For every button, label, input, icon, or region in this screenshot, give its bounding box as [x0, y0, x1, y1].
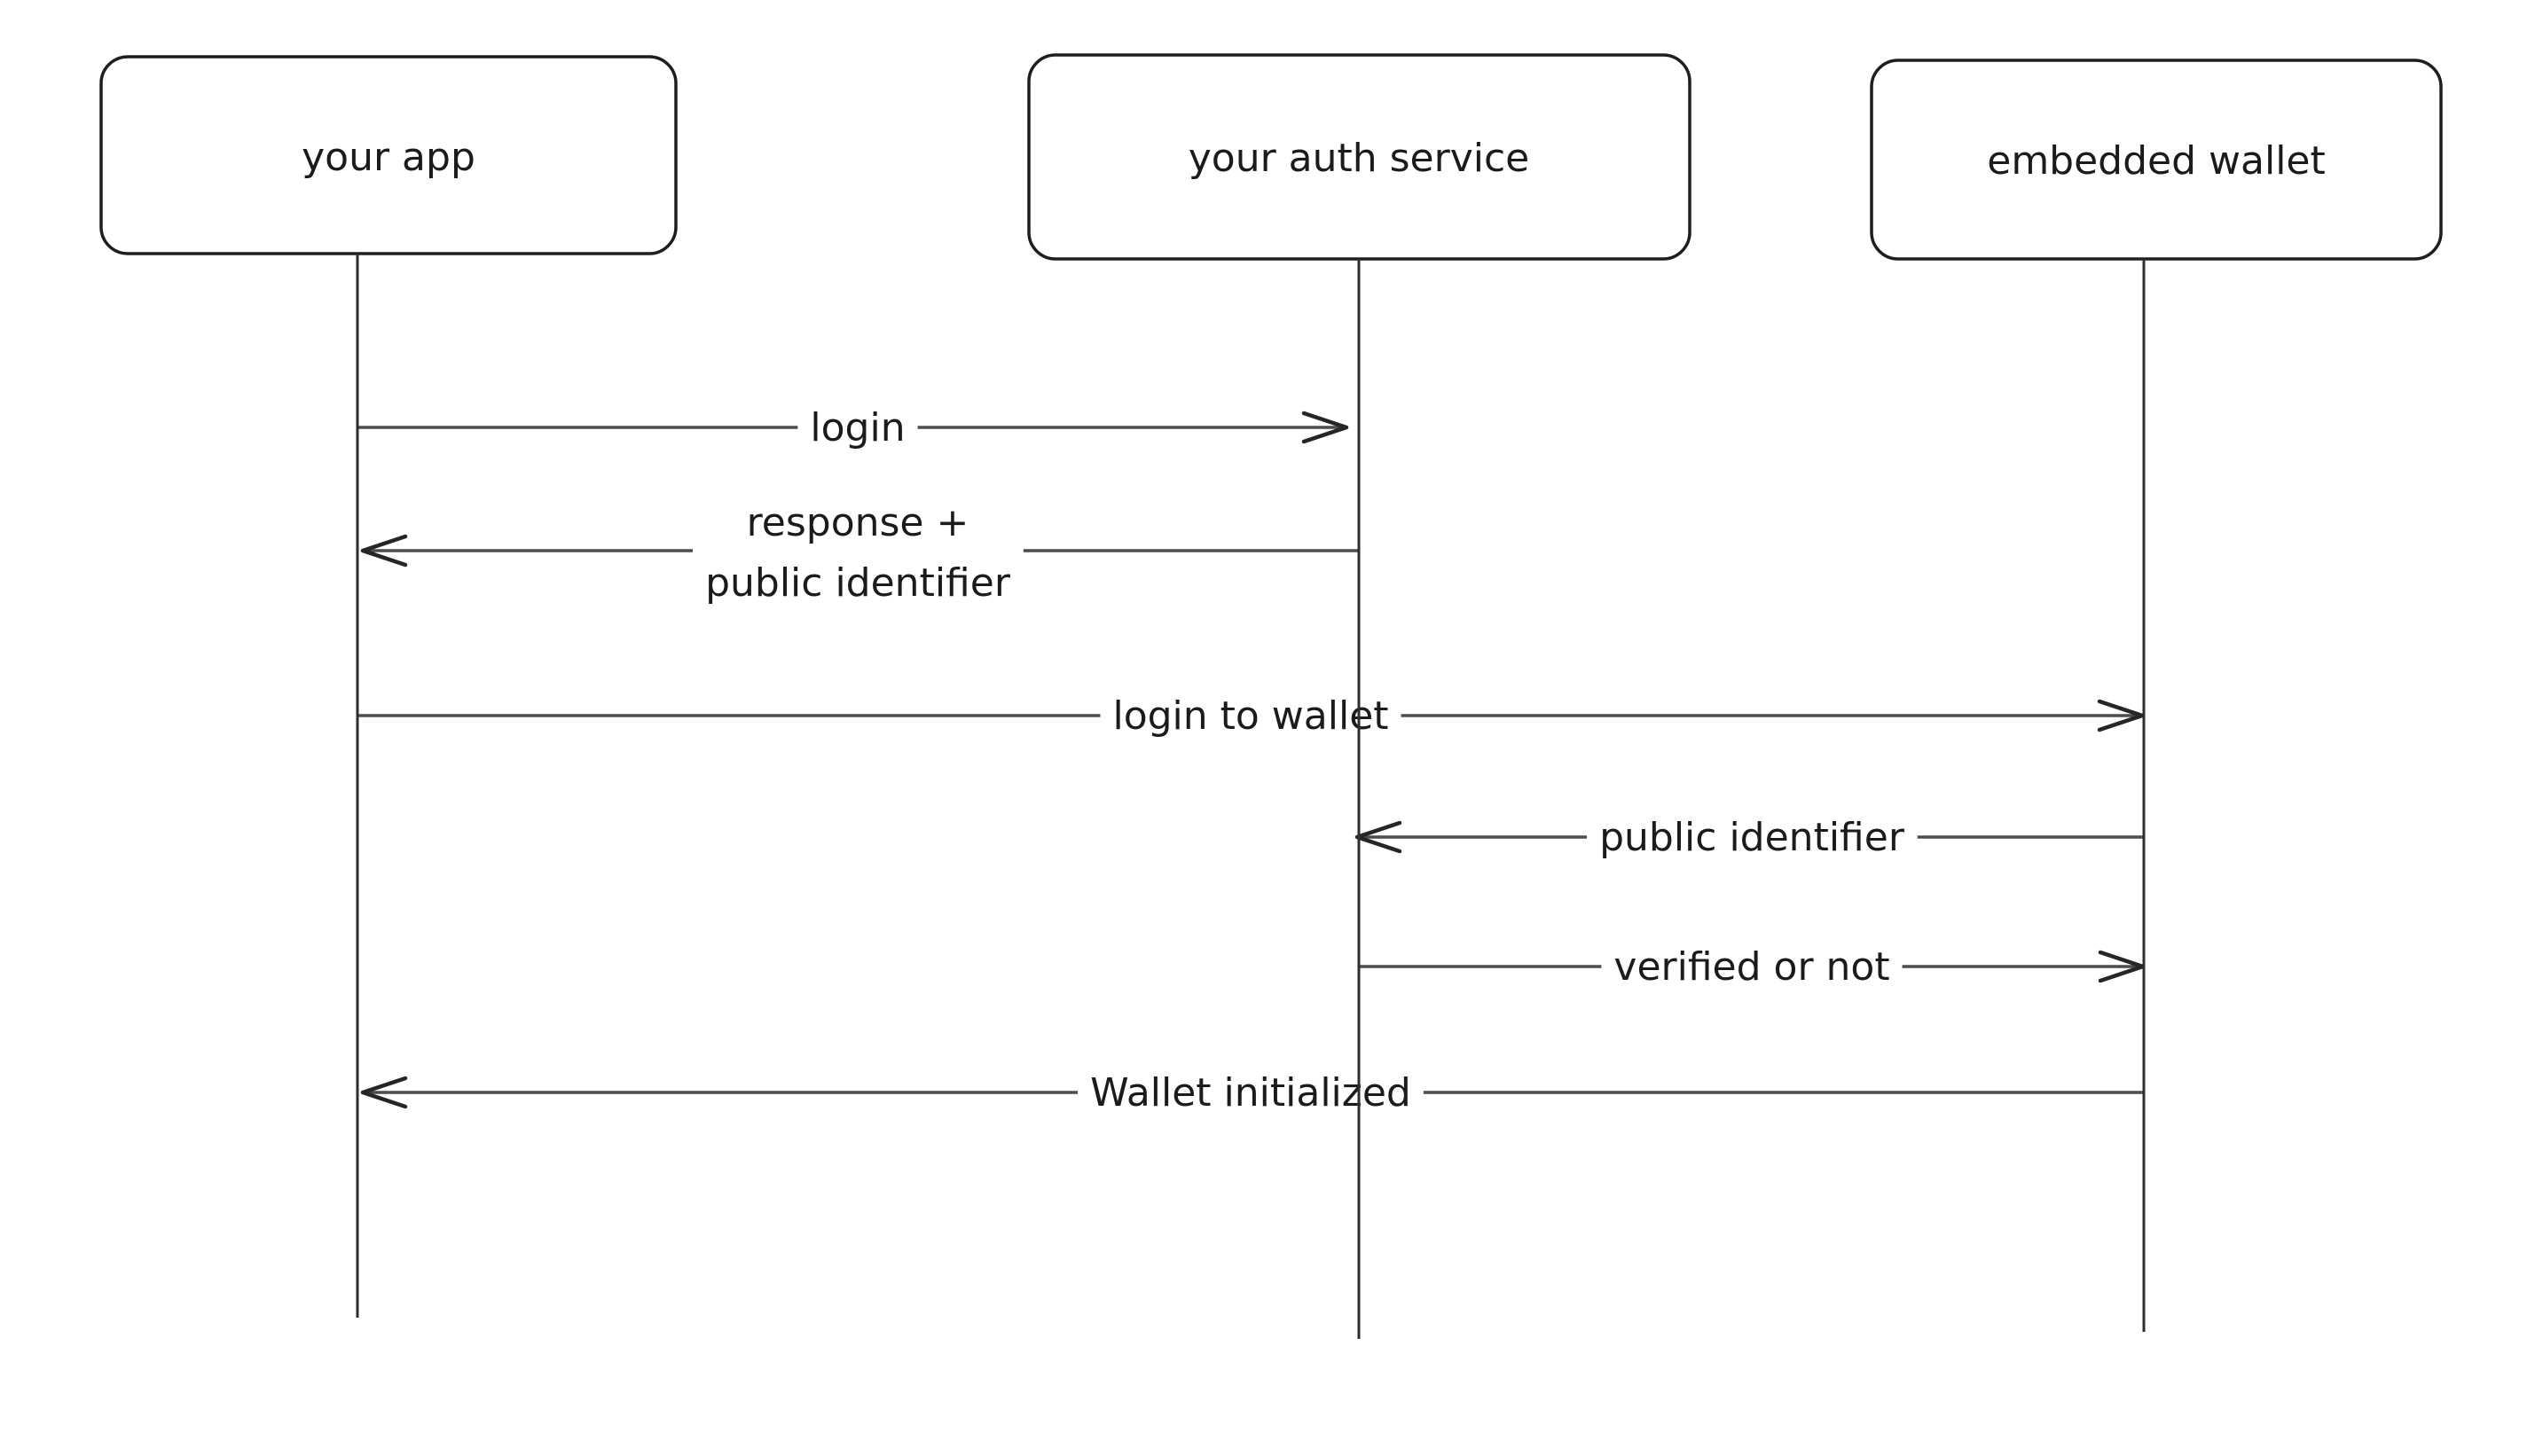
actor-box [1870, 59, 2443, 261]
message-label-text: response + [747, 500, 969, 545]
message-label-text: verified or not [1613, 944, 1889, 990]
actor-your-auth-service: your auth service [1027, 53, 1691, 261]
arrow-head [1301, 411, 1349, 444]
message-label: public identifier [1587, 811, 1918, 864]
arrow-head [360, 534, 408, 568]
arrow-head [1354, 820, 1402, 854]
message-label: login to wallet [1100, 690, 1401, 742]
message-login: login [357, 402, 1349, 454]
label-mask [1601, 941, 1903, 993]
actor-box [99, 55, 678, 255]
actor-your-app: your app [99, 55, 678, 255]
label-mask [693, 497, 1024, 609]
message-label: verified or not [1601, 941, 1903, 993]
message-label: Wallet initialized [1078, 1067, 1424, 1119]
message-label-text: public identifier [1599, 815, 1905, 860]
message-label-text: login to wallet [1112, 693, 1388, 739]
arrow-head [360, 1076, 408, 1109]
actor-embedded-wallet: embedded wallet [1870, 59, 2443, 261]
message-wallet-initialized: Wallet initialized [360, 1067, 2144, 1119]
message-label: login [797, 402, 918, 454]
message-label-text: login [810, 405, 905, 450]
message-login-to-wallet: login to wallet [357, 690, 2145, 742]
message-response-public-identifier: response + public identifier [360, 497, 1359, 609]
message-label: response + public identifier [693, 497, 1024, 609]
message-public-identifier: public identifier [1354, 811, 2144, 864]
actor-label: your app [302, 135, 475, 180]
arrow-head [2097, 699, 2145, 732]
label-mask [1078, 1067, 1424, 1119]
message-label-text: public identifier [705, 560, 1011, 606]
message-verified-or-not: verified or not [1359, 941, 2146, 993]
actor-label: your auth service [1189, 136, 1530, 181]
label-mask [1100, 690, 1401, 742]
label-mask [1587, 811, 1918, 864]
message-label-text: Wallet initialized [1090, 1070, 1411, 1115]
label-mask [797, 402, 918, 454]
actor-label: embedded wallet [1987, 138, 2326, 184]
